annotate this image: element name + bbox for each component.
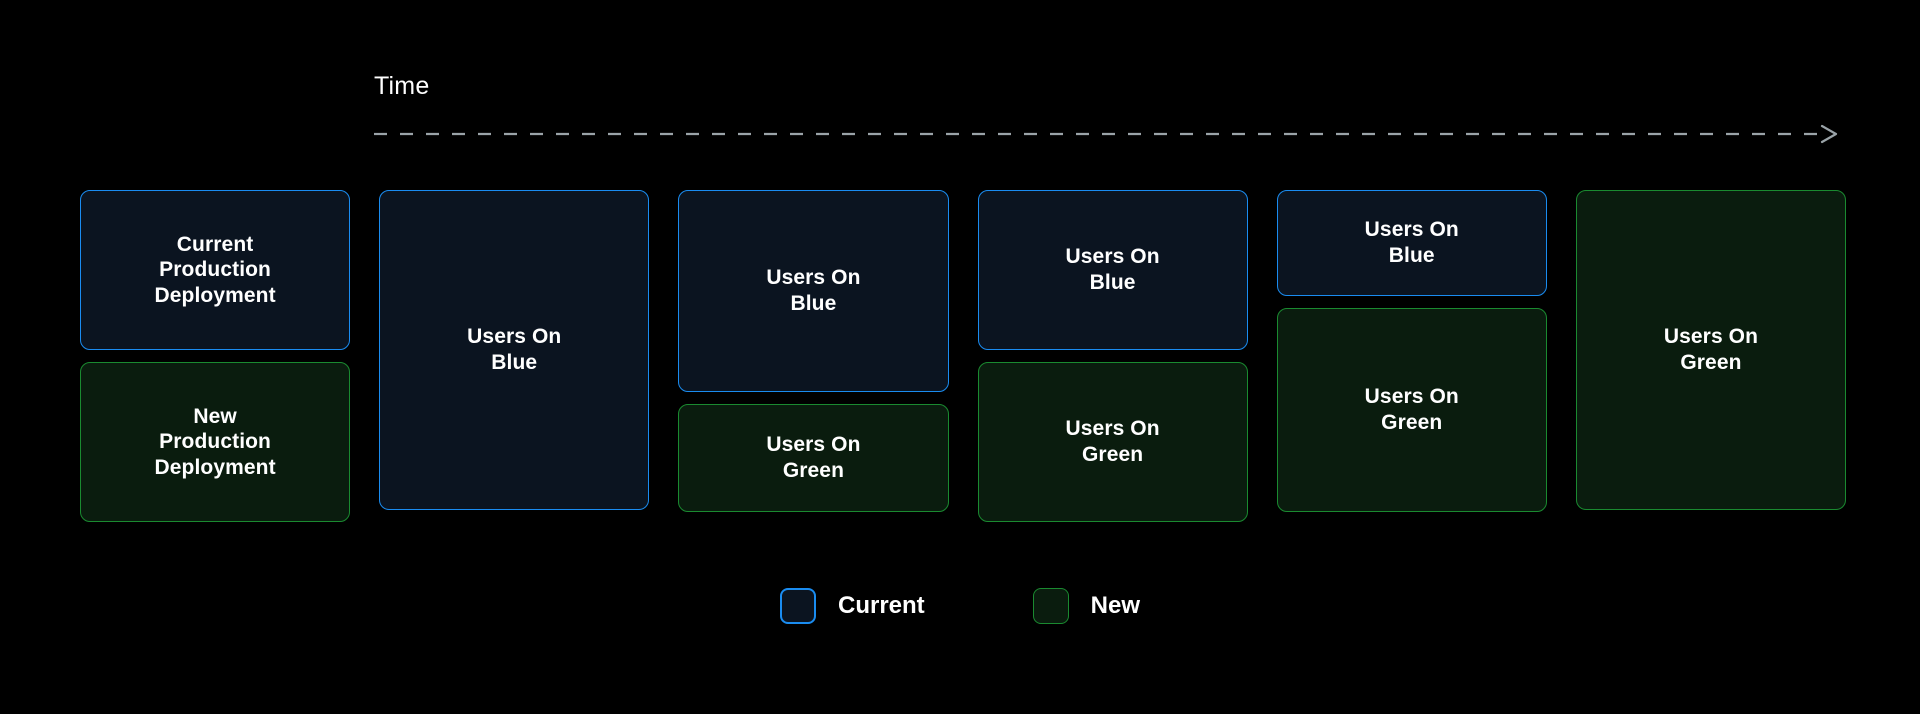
legend-item-blue[interactable]: Current	[779, 588, 925, 624]
deployment-box-label: Users On Green	[1663, 325, 1759, 374]
legend-label: Current	[837, 592, 925, 619]
deployment-box-green[interactable]: Users On Green	[977, 362, 1248, 522]
time-axis-label: Time	[374, 72, 430, 100]
deployment-box-label: New Production Deployment	[154, 404, 276, 479]
deployment-box-label: Users On Green	[1065, 417, 1160, 466]
deployment-box-label: Users On Blue	[766, 266, 861, 315]
legend-item-green[interactable]: New	[1032, 588, 1141, 624]
timeline-column-2: Users On Blue	[379, 190, 650, 510]
deployment-box-label: Users On Green	[766, 433, 861, 482]
legend-label: New	[1090, 592, 1141, 619]
deployment-box-green[interactable]: Users On Green	[1575, 190, 1847, 510]
deployment-box-label: Users On Blue	[467, 325, 562, 374]
legend-swatch-blue-icon	[779, 588, 816, 624]
deployment-box-label: Users On Blue	[1364, 218, 1459, 267]
deployment-box-blue[interactable]: Current Production Deployment	[80, 190, 351, 350]
time-arrow-icon	[374, 124, 1838, 144]
deployment-box-green[interactable]: New Production Deployment	[80, 362, 351, 522]
deployment-box-blue[interactable]: Users On Blue	[1276, 190, 1547, 296]
time-axis: Time	[374, 72, 1844, 144]
deployment-box-green[interactable]: Users On Green	[678, 403, 949, 513]
deployment-box-green[interactable]: Users On Green	[1276, 307, 1547, 513]
deployment-box-blue[interactable]: Users On Blue	[977, 190, 1248, 350]
deployment-box-blue[interactable]: Users On Blue	[678, 190, 949, 392]
deployment-box-blue[interactable]: Users On Blue	[379, 190, 650, 510]
legend-swatch-green-icon	[1032, 588, 1069, 624]
deployment-box-label: Users On Green	[1364, 385, 1459, 434]
deployment-box-label: Users On Blue	[1065, 245, 1160, 294]
legend: Current New	[0, 588, 1920, 624]
deployment-box-label: Current Production Deployment	[154, 232, 276, 307]
timeline-column-6: Users On Green	[1575, 190, 1847, 510]
